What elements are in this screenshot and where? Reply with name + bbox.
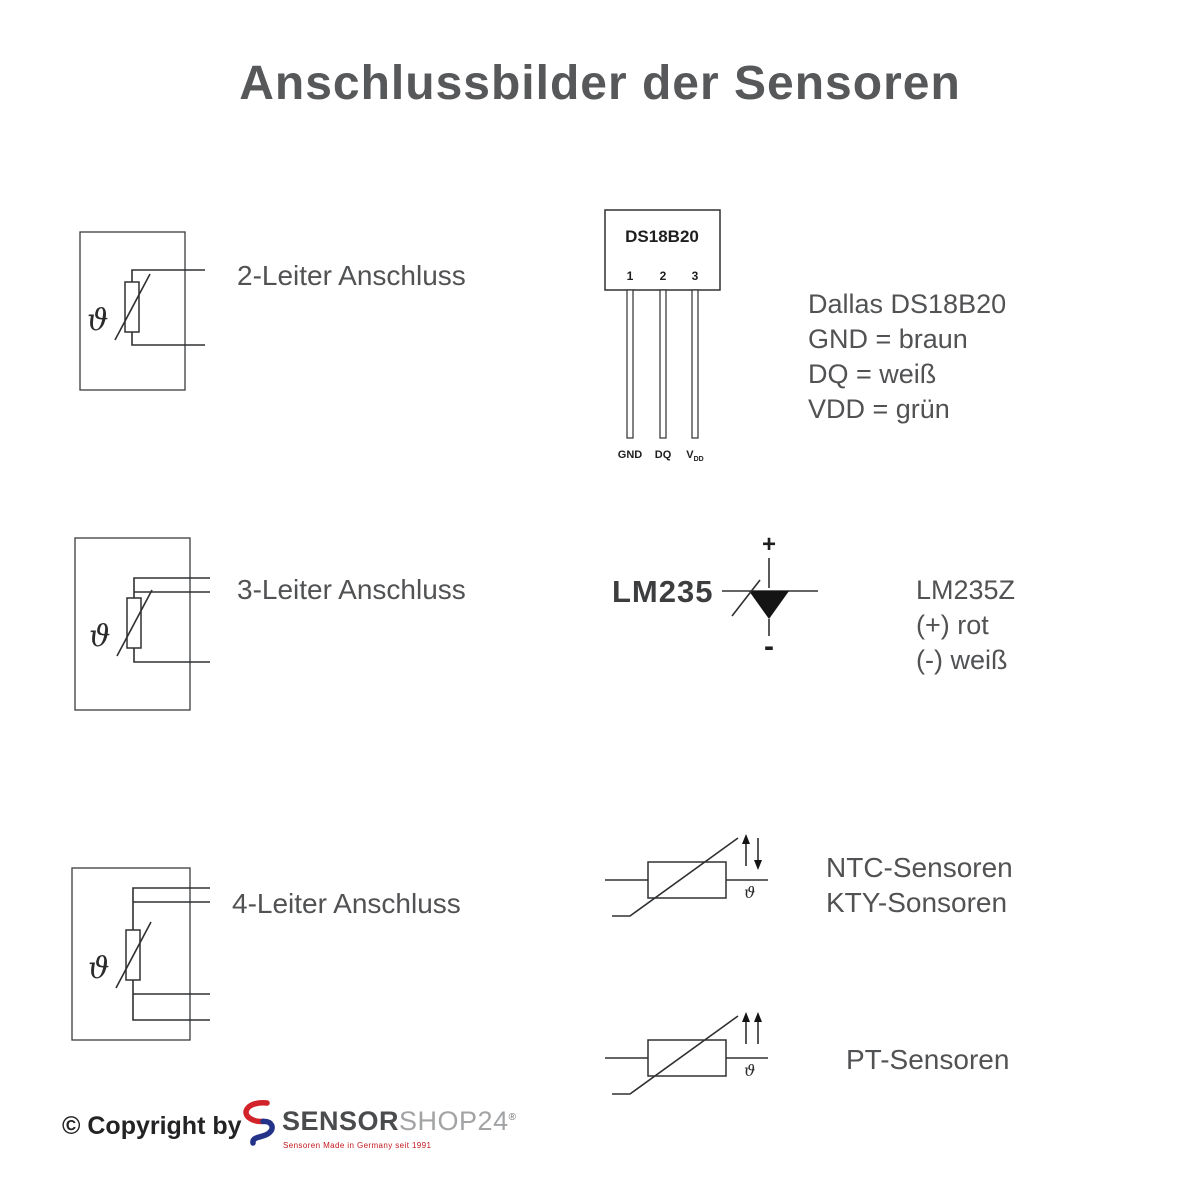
ntc-thermistor-diagram: ϑ xyxy=(605,834,768,917)
theta-symbol: ϑ xyxy=(744,1061,755,1080)
lm235-info-line: LM235Z xyxy=(916,575,1016,605)
pin-name-dq: DQ xyxy=(655,449,672,461)
arrow-up-head xyxy=(742,834,750,844)
pt-info-line: PT-Sensoren xyxy=(846,1044,1010,1075)
ds18b20-info-line: Dallas DS18B20 xyxy=(808,289,1007,319)
copyright-text: © Copyright by xyxy=(62,1112,242,1140)
arrow-up-head-2 xyxy=(754,1012,762,1022)
logo-swoosh-red xyxy=(243,1100,270,1125)
temperature-diagonal xyxy=(612,1015,739,1095)
ntc-info-block: NTC-Sensoren KTY-Sonsoren xyxy=(826,850,1013,920)
four-wire-diagram: ϑ xyxy=(71,867,210,1041)
sensor-housing-outline xyxy=(79,231,186,391)
pin-number-2: 2 xyxy=(660,269,667,283)
three-wire-diagram: ϑ xyxy=(74,537,210,711)
sensorshop24-logo-icon xyxy=(243,1100,275,1146)
theta-symbol: ϑ xyxy=(87,303,108,338)
thermistor-diagonal xyxy=(114,273,151,341)
lead-wire-top-1 xyxy=(133,577,210,598)
chip-label: DS18B20 xyxy=(625,227,699,246)
logo-swoosh-blue xyxy=(250,1118,275,1146)
thermistor-diagonal xyxy=(115,921,152,989)
lead-wire-top-1 xyxy=(132,887,210,930)
chip-package-outline xyxy=(604,209,721,291)
theta-symbol: ϑ xyxy=(744,883,755,902)
lead-wire-bottom-1 xyxy=(132,980,210,1021)
lead-wire-bottom xyxy=(133,648,210,663)
arrow-up-head-1 xyxy=(742,1012,750,1022)
minus-terminal-label: - xyxy=(764,630,774,663)
pin-name-vdd: VDD xyxy=(686,449,703,463)
lm235-info-line: (-) weiß xyxy=(916,645,1008,675)
temperature-diagonal xyxy=(612,837,739,917)
chip-leg-gnd xyxy=(626,289,634,439)
chip-leg-dq xyxy=(659,289,667,439)
two-wire-diagram: ϑ xyxy=(79,231,205,391)
sensorshop24-wordmark: SENSORSHOP24® xyxy=(282,1106,516,1137)
pin-number-1: 1 xyxy=(627,269,634,283)
brand-tagline: Sensoren Made in Germany seit 1991 xyxy=(283,1141,432,1150)
theta-symbol: ϑ xyxy=(89,619,110,654)
three-wire-label: 3-Leiter Anschluss xyxy=(237,574,466,605)
page-title: Anschlussbilder der Sensoren xyxy=(239,57,961,110)
pt-info-block: PT-Sensoren xyxy=(846,1042,1009,1077)
ds18b20-info-block: Dallas DS18B20 GND = braun DQ = weiß VDD… xyxy=(808,287,1006,427)
theta-symbol: ϑ xyxy=(88,951,109,986)
diode-triangle xyxy=(749,591,789,619)
two-wire-label: 2-Leiter Anschluss xyxy=(237,260,466,291)
registered-mark: ® xyxy=(508,1112,517,1123)
lead-wire-bottom xyxy=(131,332,205,346)
arrow-down-head xyxy=(754,860,762,870)
lead-wire-top xyxy=(131,269,205,282)
sensor-housing-outline xyxy=(74,537,191,711)
lm235-info-block: LM235Z (+) rot (-) weiß xyxy=(916,573,1015,678)
lm235-symbol-label: LM235 xyxy=(612,574,714,609)
resistor-body xyxy=(647,1039,727,1077)
thermistor-diagonal xyxy=(116,589,153,657)
lm235-info-line: (+) rot xyxy=(916,610,989,640)
pin-name-gnd: GND xyxy=(618,449,643,461)
sensor-housing-outline xyxy=(71,867,191,1041)
plus-terminal-label: + xyxy=(762,531,776,558)
pt-sensor-diagram: ϑ xyxy=(605,1012,768,1095)
resistor-body xyxy=(647,861,727,899)
ds18b20-info-line: DQ = weiß xyxy=(808,359,937,389)
four-wire-label: 4-Leiter Anschluss xyxy=(232,888,461,919)
adjust-diagonal xyxy=(731,579,761,617)
brand-bold: SENSOR xyxy=(282,1106,400,1136)
brand-light: SHOP24 xyxy=(399,1106,509,1136)
chip-leg-vdd xyxy=(691,289,699,439)
ntc-info-line: KTY-Sonsoren xyxy=(826,887,1008,918)
ds18b20-info-line: VDD = grün xyxy=(808,394,950,424)
ntc-info-line: NTC-Sensoren xyxy=(826,852,1013,883)
pin-number-3: 3 xyxy=(692,269,699,283)
ds18b20-package-diagram: DS18B20 1 2 3 GND DQ VDD xyxy=(604,209,721,463)
lm235-zener-diagram: + - xyxy=(722,531,818,663)
ds18b20-info-line: GND = braun xyxy=(808,324,968,354)
